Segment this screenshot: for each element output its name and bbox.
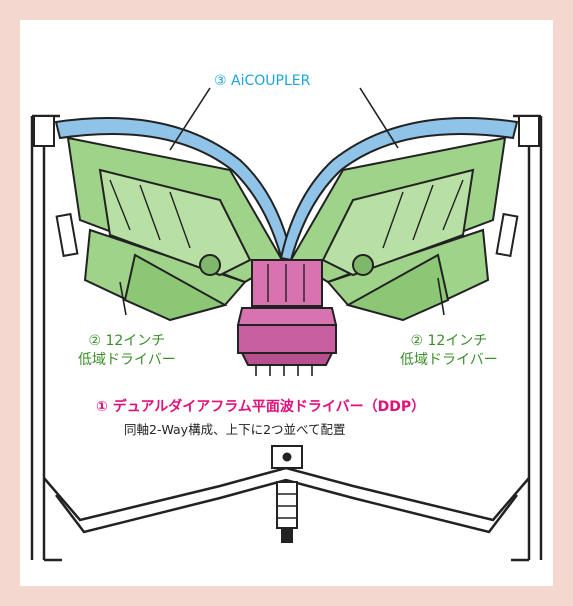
left-woofer-label: ② 12インチ 低域ドライバー bbox=[78, 332, 176, 370]
side-posts bbox=[33, 115, 540, 258]
left-woofer-label-line2: 低域ドライバー bbox=[78, 351, 176, 368]
right-woofer-label: ② 12インチ 低域ドライバー bbox=[400, 332, 498, 370]
ddp-driver bbox=[236, 259, 338, 376]
aicoupler-label: ③ AiCOUPLER bbox=[214, 73, 311, 89]
speaker-diagram bbox=[30, 87, 543, 562]
leader-lines bbox=[119, 87, 445, 316]
left-woofer bbox=[66, 136, 284, 322]
right-woofer-label-line1: ② 12インチ bbox=[410, 333, 488, 349]
right-woofer-label-line2: 低域ドライバー bbox=[400, 351, 498, 368]
stand-mount bbox=[271, 445, 303, 543]
diagram-panel: ③ AiCOUPLER ② 12インチ 低域ドライバー ② 12インチ 低域ドラ… bbox=[20, 20, 553, 586]
ddp-title-label: ① デュアルダイアフラム平面波ドライバー（DDP） bbox=[96, 399, 426, 415]
left-woofer-label-line1: ② 12インチ bbox=[88, 333, 166, 349]
right-woofer bbox=[289, 136, 507, 322]
ddp-description-label: 同軸2-Way構成、上下に2つ並べて配置 bbox=[124, 422, 346, 437]
